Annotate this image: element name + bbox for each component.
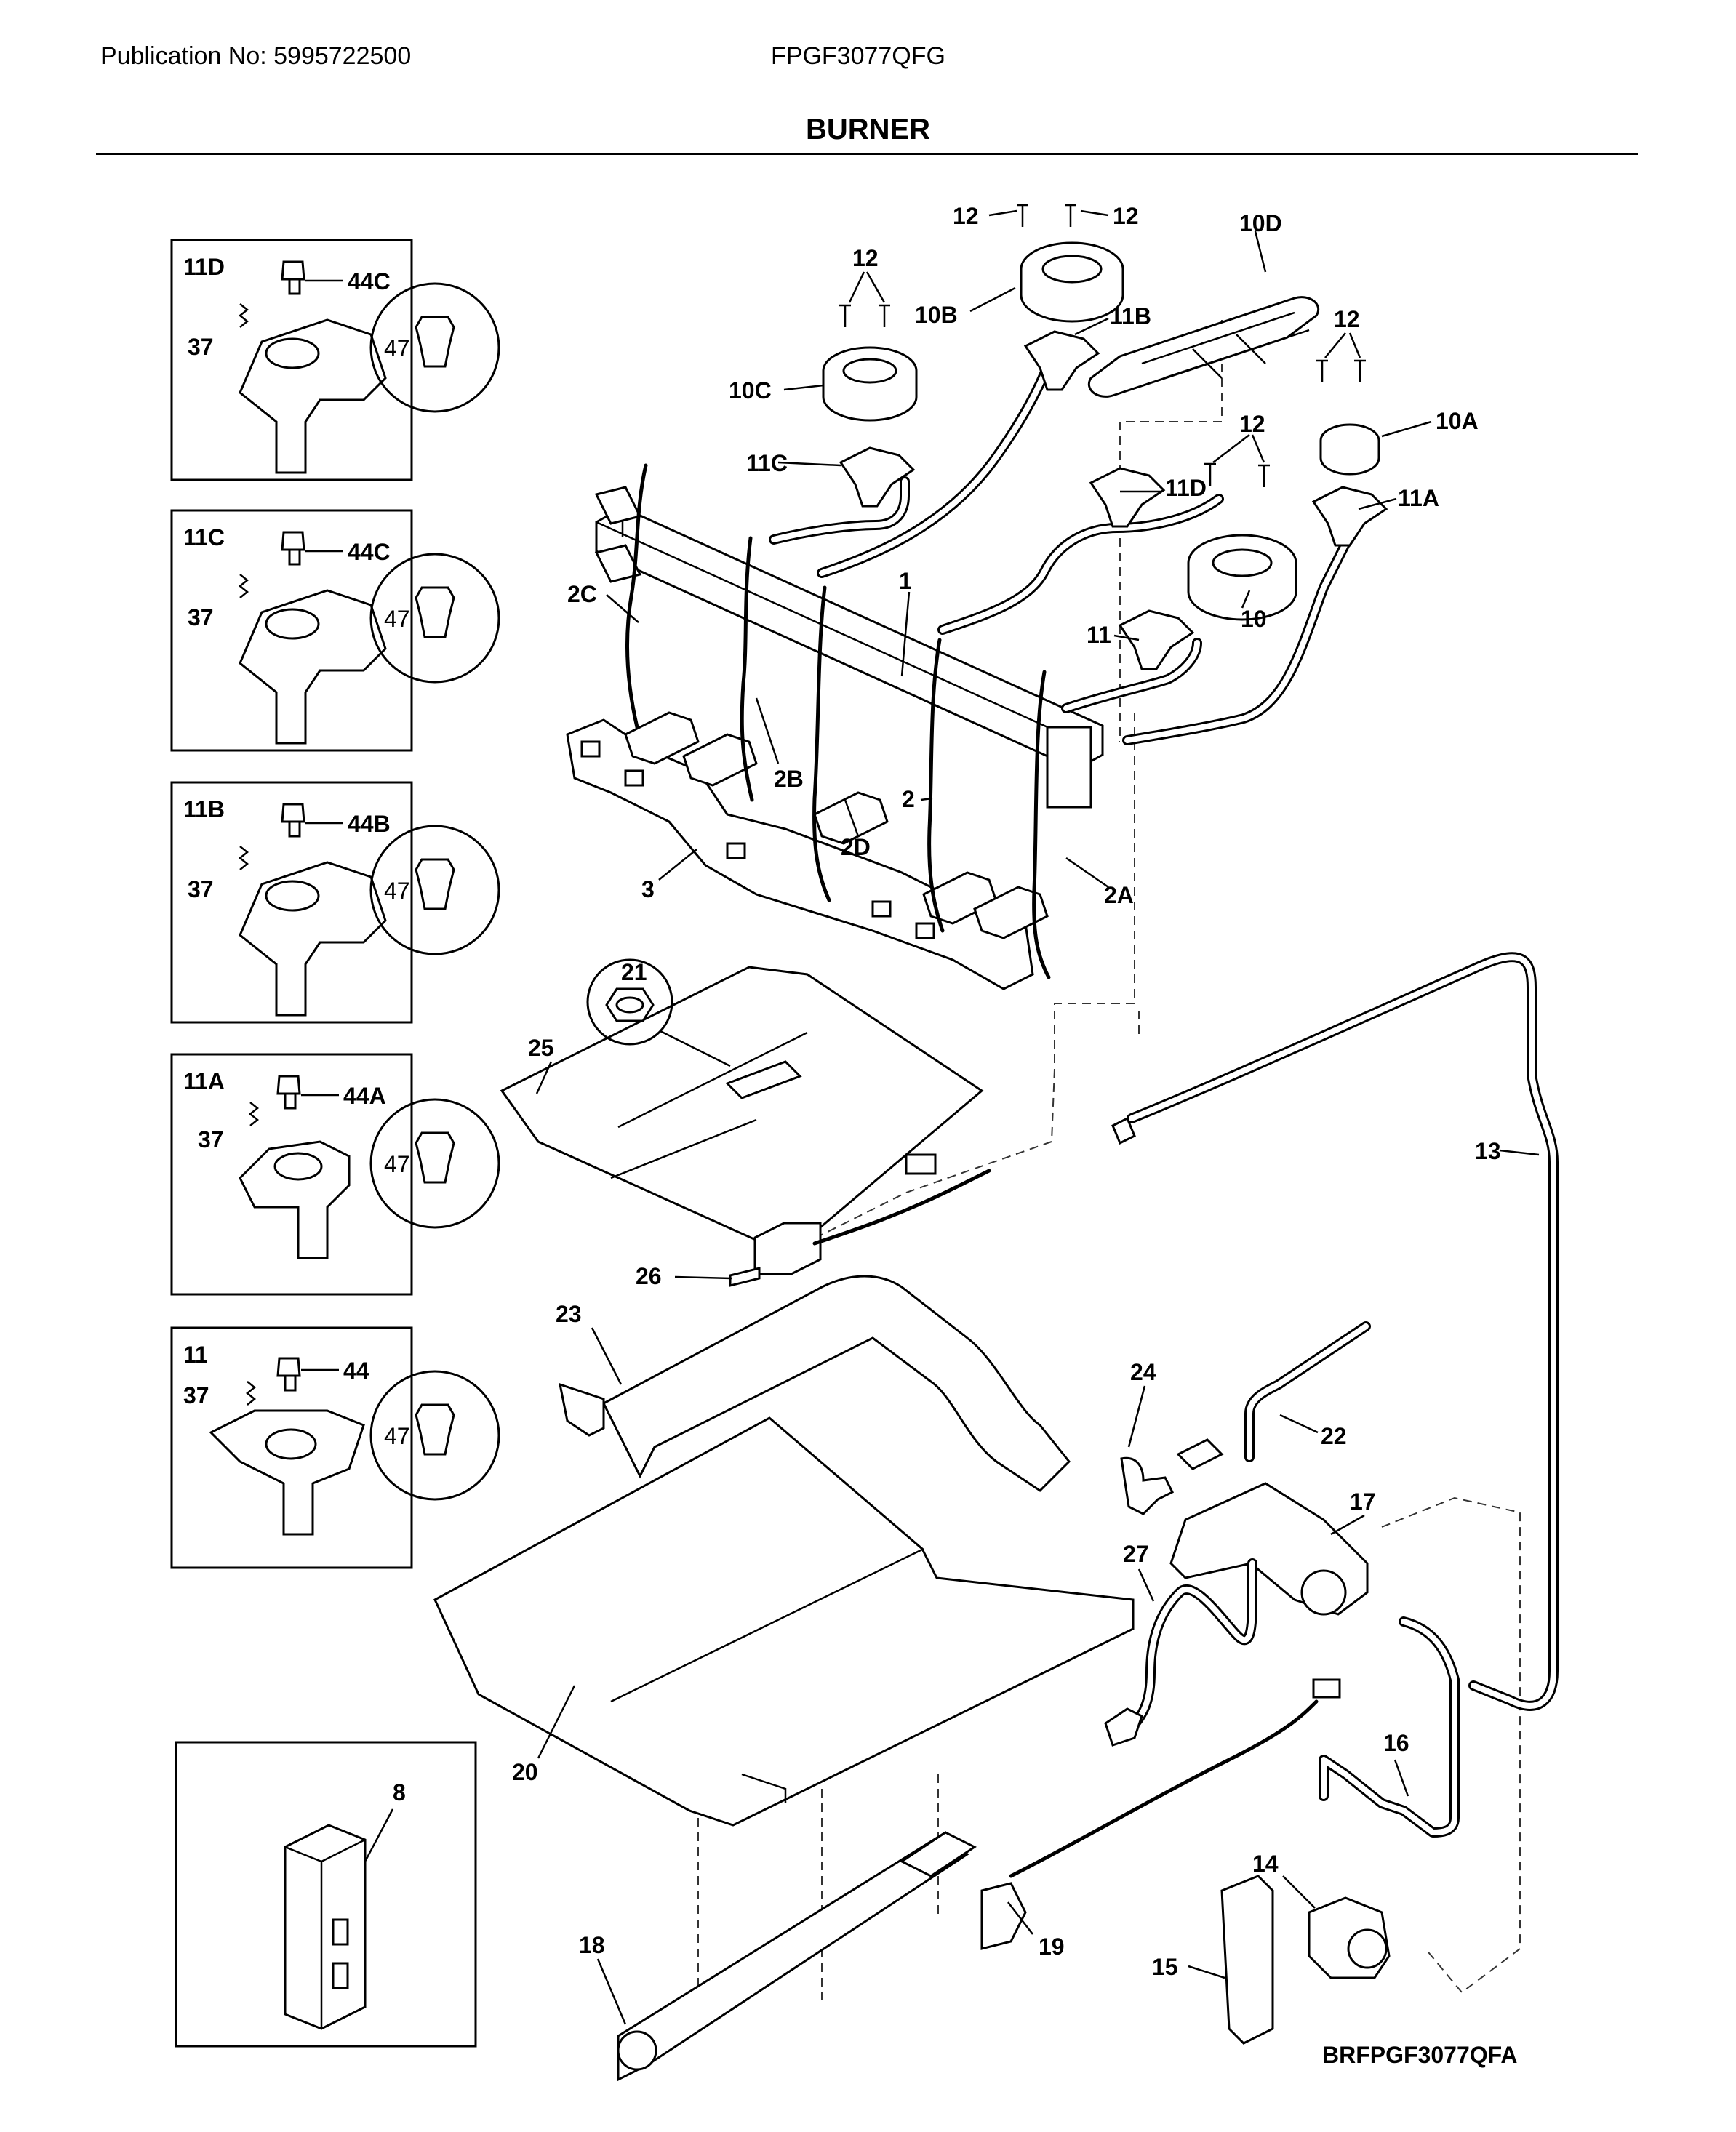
callout-10: 10 (1241, 606, 1267, 632)
callout-8: 8 (393, 1779, 406, 1806)
callout-19: 19 (1039, 1933, 1065, 1960)
regulator-17 (1169, 1482, 1369, 1616)
publication-number: Publication No: 5995722500 (100, 42, 412, 70)
tube-22 (1244, 1321, 1371, 1462)
oven-burner-23 (559, 1275, 1071, 1492)
section-title: BURNER (805, 113, 931, 145)
callout-12: 12 (852, 245, 879, 271)
inset-11a: 11A 44A 37 47 (170, 1053, 500, 1296)
callout-12: 12 (1239, 411, 1265, 437)
callout-2a: 2A (1104, 882, 1134, 908)
callout-2c: 2C (567, 581, 597, 607)
callout-10a: 10A (1436, 408, 1479, 434)
inset-title: 11C (183, 524, 225, 550)
callout-22: 22 (1321, 1423, 1347, 1449)
screws-12 (839, 204, 1366, 487)
callout-11a: 11A (1398, 485, 1439, 511)
callout-27: 27 (1123, 1541, 1149, 1567)
callout-24: 24 (1130, 1359, 1156, 1385)
callout-10d: 10D (1239, 210, 1282, 236)
spud-label: 44C (348, 539, 391, 565)
igniter-26 (729, 1153, 991, 1287)
nut-callout-21 (586, 958, 731, 1067)
callout-11: 11 (1087, 622, 1111, 648)
callout-21: 21 (621, 959, 647, 985)
inset-11c: 11C 44C 37 47 (170, 509, 500, 752)
callout-18: 18 (579, 1932, 605, 1958)
burner-heads (822, 241, 1380, 621)
bottom-pan-20 (433, 1416, 1135, 1827)
callout-16: 16 (1383, 1730, 1409, 1756)
screw-label: 37 (183, 1382, 209, 1408)
spud-label: 44A (343, 1083, 386, 1109)
oven-burner-18 (617, 1831, 977, 2082)
burner-bases (839, 330, 1388, 670)
header-divider (96, 153, 1638, 155)
orifice-label: 47 (384, 1151, 410, 1177)
callout-12: 12 (1113, 203, 1139, 229)
screw-label: 37 (198, 1126, 224, 1153)
bracket-15 (1220, 1875, 1274, 2045)
inset-title: 11 (183, 1342, 208, 1368)
tube-16 (1319, 1616, 1460, 1838)
callout-11d: 11D (1165, 475, 1207, 501)
inset-title: 11B (183, 796, 225, 822)
callout-12: 12 (1334, 306, 1360, 332)
inset-11d: 11D 44C 37 47 (170, 239, 500, 481)
elbow-24 (1120, 1438, 1224, 1515)
tube-27 (1104, 1558, 1257, 1747)
inset-11: 11 44 37 47 (170, 1326, 500, 1569)
spud-label: 44B (348, 811, 391, 837)
callout-12: 12 (953, 203, 979, 229)
callout-10c: 10C (729, 377, 772, 404)
orifice-label: 47 (384, 1423, 410, 1449)
callout-15: 15 (1152, 1954, 1178, 1980)
spark-module-part (284, 1824, 367, 2030)
callout-1: 1 (899, 568, 912, 594)
callout-11b: 11B (1110, 303, 1151, 329)
valve-body-part (239, 318, 387, 474)
inset-11b: 11B 44B 37 47 (170, 781, 500, 1024)
wire-harnesses (625, 463, 1051, 979)
callout-14: 14 (1252, 1851, 1279, 1877)
spud-part (281, 260, 305, 295)
orifice-label: 47 (384, 878, 410, 904)
screw-label: 37 (188, 604, 214, 630)
callout-2d: 2D (841, 834, 871, 860)
callout-11c: 11C (746, 450, 788, 476)
callout-2b: 2B (774, 766, 804, 792)
callout-2: 2 (902, 786, 915, 812)
callout-17: 17 (1350, 1488, 1376, 1515)
screw-part (238, 303, 249, 328)
screw-label: 37 (188, 334, 214, 360)
inset-title: 11D (183, 254, 225, 280)
callout-23: 23 (556, 1301, 582, 1327)
bracket-part-3 (566, 718, 1034, 990)
wire-19 (980, 1678, 1341, 1950)
burner-tubes (769, 342, 1351, 745)
shield-part-25 (500, 966, 984, 1252)
model-number: FPGF3077QFG (771, 42, 945, 70)
orifice-part (415, 316, 455, 368)
manifold-part (594, 486, 1104, 809)
supply-tube-13 (1111, 952, 1559, 1711)
callout-20: 20 (512, 1759, 538, 1785)
orifice-label: 47 (384, 606, 410, 632)
callout-25: 25 (528, 1035, 554, 1061)
inset-spark-module: 8 (175, 1741, 477, 2048)
spud-label: 44C (348, 268, 391, 294)
inset-title: 11A (183, 1068, 225, 1094)
callout-10b: 10B (915, 302, 958, 328)
spud-label: 44 (343, 1358, 369, 1384)
valve-14 (1308, 1896, 1391, 1979)
callout-labels: 12 12 10D 12 10B 11B 12 10C 10A 11C 12 1… (512, 203, 1501, 1980)
diagram-code: BRFPGF3077QFA (1322, 2042, 1518, 2068)
screw-label: 37 (188, 876, 214, 902)
callout-26: 26 (636, 1263, 662, 1289)
orifice-label: 47 (384, 335, 410, 361)
callout-3: 3 (641, 876, 655, 902)
callout-13: 13 (1475, 1138, 1501, 1164)
callout-leaders (535, 209, 1540, 2025)
